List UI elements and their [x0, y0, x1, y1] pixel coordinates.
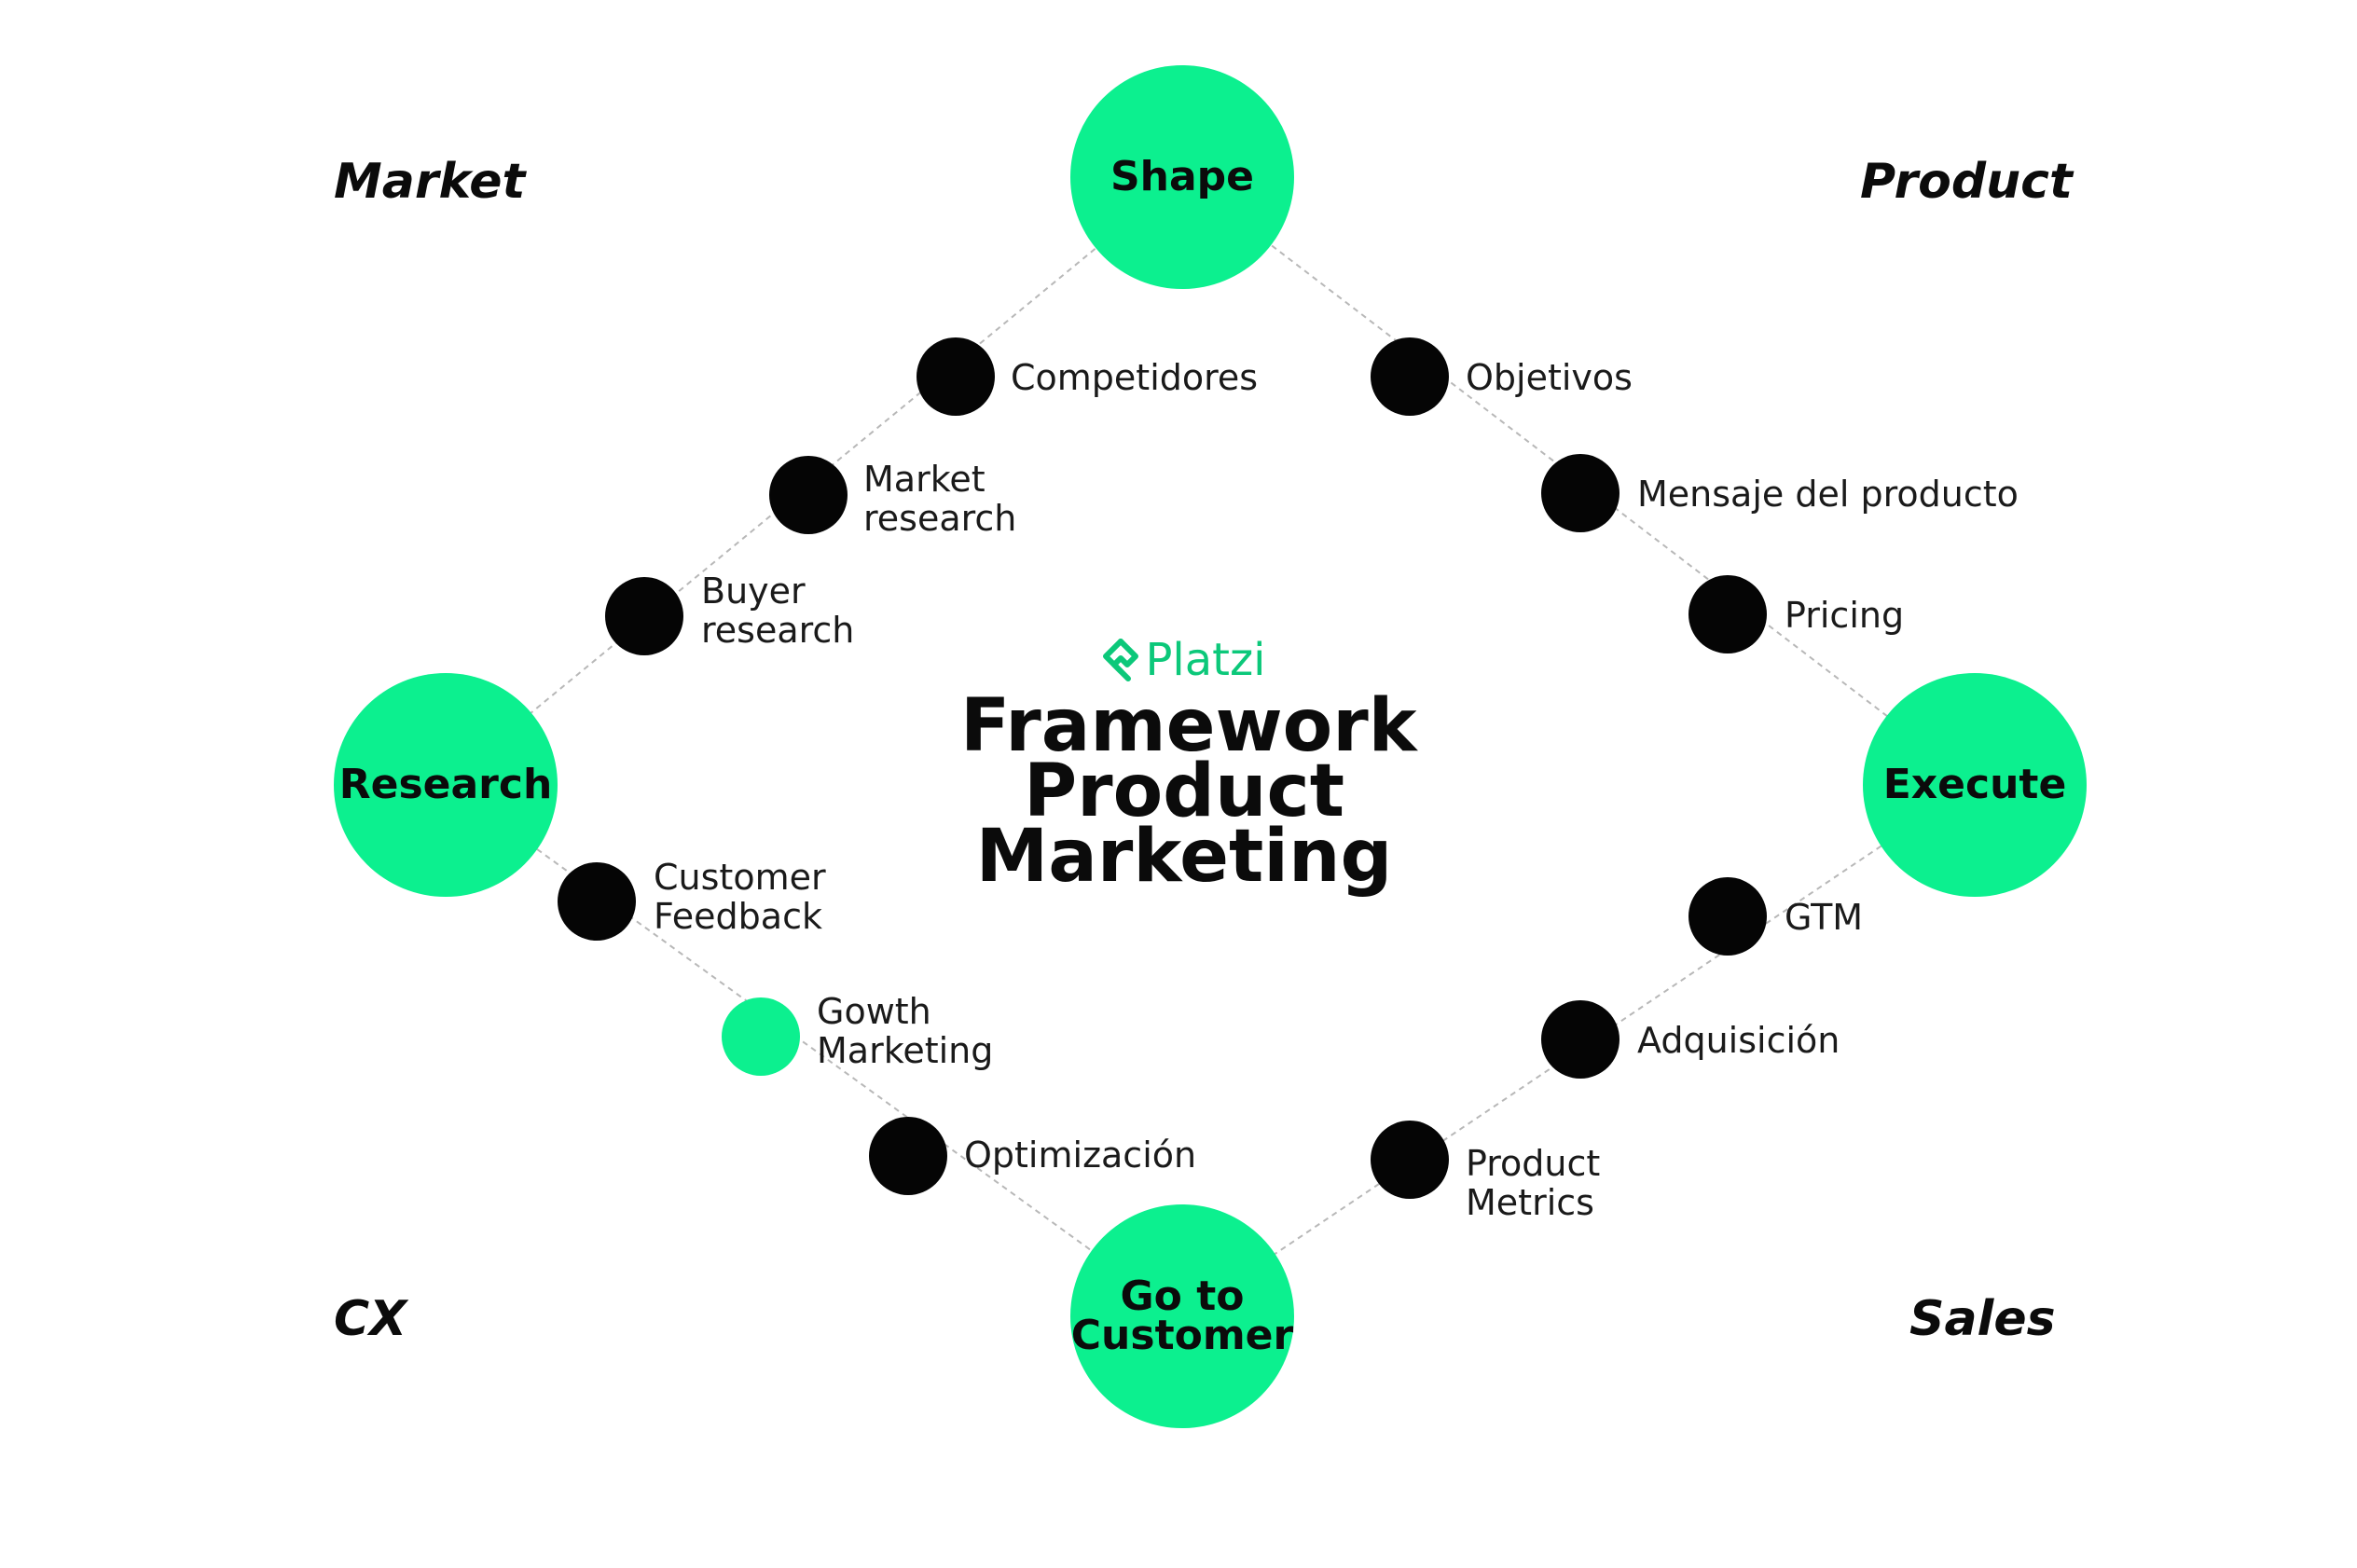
- node-adquisicion: [1541, 1000, 1620, 1079]
- node-adquisicion-label: Adquisición: [1637, 1020, 1840, 1061]
- center-title-block: Platzi Framework Product Marketing: [960, 634, 1417, 899]
- node-competidores-label: Competidores: [1011, 357, 1259, 398]
- node-buyer-research-label: Buyer research: [701, 571, 855, 651]
- node-market-research: [769, 456, 848, 534]
- node-mensaje-del-producto-label: Mensaje del producto: [1637, 474, 2019, 515]
- corner-label-market: Market: [334, 154, 526, 210]
- node-gtm-label: GTM: [1785, 897, 1864, 938]
- stage-research-label: Research: [338, 761, 553, 808]
- node-pricing: [1688, 575, 1767, 653]
- stage-execute: Execute: [1863, 673, 2087, 897]
- connector-research-gotocustomer: [445, 782, 1183, 1317]
- node-optimizacion: [869, 1117, 947, 1195]
- stage-go-to-customer: Go to Customer: [1070, 1204, 1294, 1428]
- stage-go-to-customer-label: Go to Customer: [1070, 1272, 1294, 1359]
- connector-execute-gotocustomer: [1181, 782, 1976, 1317]
- node-customer-feedback-label: Customer Feedback: [654, 857, 826, 937]
- stage-execute-label: Execute: [1882, 761, 2067, 808]
- corner-label-sales: Sales: [1909, 1291, 2056, 1347]
- node-product-metrics-label: Product Metrics: [1466, 1143, 1601, 1223]
- connector-shape-execute: [1181, 176, 1976, 784]
- node-competidores: [917, 337, 995, 416]
- node-objetivos-label: Objetivos: [1466, 357, 1633, 398]
- node-pricing-label: Pricing: [1785, 595, 1905, 636]
- platzi-logo-text: Platzi: [1145, 634, 1266, 686]
- diagram-title: Framework Product Marketing: [960, 684, 1417, 899]
- node-customer-feedback: [558, 862, 636, 941]
- node-buyer-research: [605, 577, 683, 655]
- node-optimizacion-label: Optimización: [964, 1135, 1197, 1176]
- stage-research: Research: [334, 673, 558, 897]
- stage-shape-label: Shape: [1110, 153, 1255, 200]
- node-gowth-marketing: [722, 997, 800, 1076]
- node-mensaje-del-producto: [1541, 454, 1620, 532]
- node-gowth-marketing-label: Gowth Marketing: [817, 991, 994, 1071]
- corner-label-cx: CX: [334, 1291, 407, 1347]
- node-gtm: [1688, 877, 1767, 956]
- corner-label-product: Product: [1860, 154, 2073, 210]
- node-objetivos: [1371, 337, 1449, 416]
- platzi-logo: Platzi: [960, 634, 1408, 686]
- node-product-metrics: [1371, 1121, 1449, 1199]
- node-market-research-label: Market research: [863, 459, 1017, 539]
- platzi-logo-icon: [1103, 639, 1139, 681]
- stage-shape: Shape: [1070, 65, 1294, 289]
